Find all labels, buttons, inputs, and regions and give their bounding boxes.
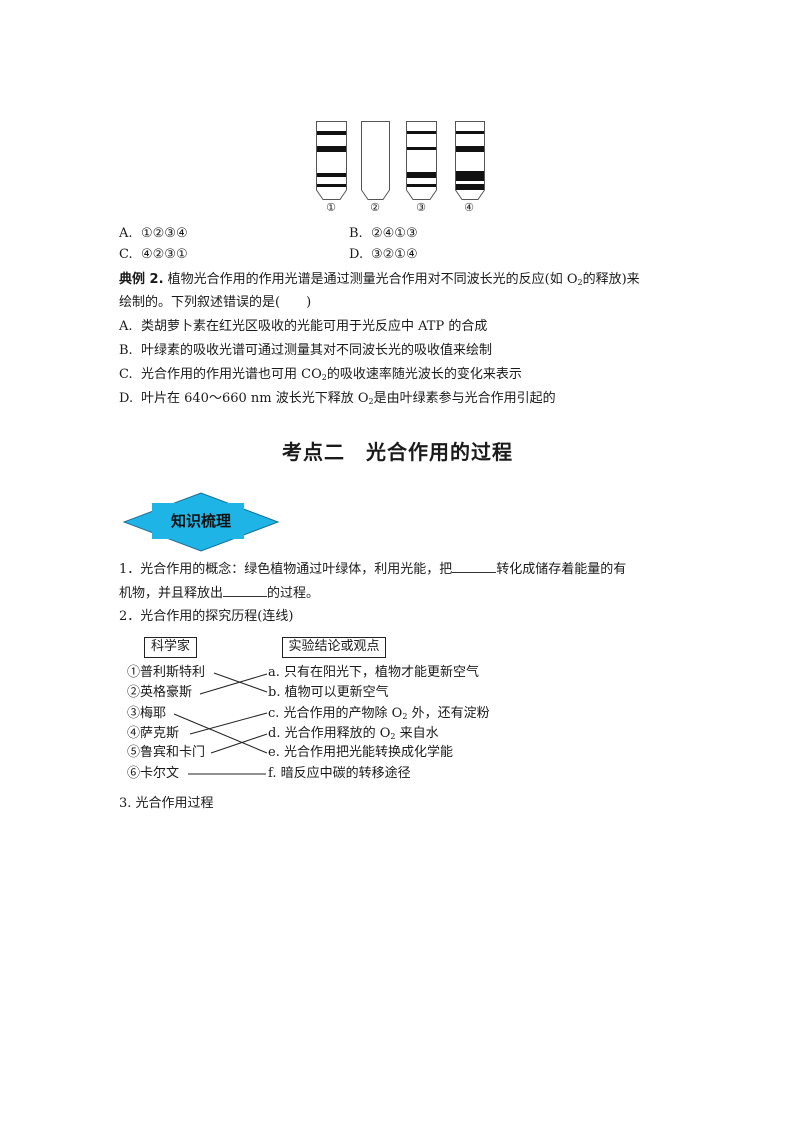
scientist-4: ④萨克斯 bbox=[127, 726, 180, 741]
item3-title: 3. 光合作用过程 bbox=[119, 796, 214, 811]
conclusion-text: d. 光合作用释放的 O bbox=[268, 726, 391, 741]
subscript: 2 bbox=[577, 278, 583, 287]
stem-text: 植物光合作用的作用光谱是通过测量光合作用对不同波长光的反应(如 O bbox=[163, 272, 578, 287]
item2-title: 2．光合作用的探究历程(连线) bbox=[119, 609, 294, 624]
option-label: B. bbox=[119, 343, 133, 358]
option-text: 的吸收速率随光波长的变化来表示 bbox=[326, 367, 522, 382]
tube-label-4: ④ bbox=[464, 201, 474, 214]
option-label: D. bbox=[349, 247, 364, 262]
item1-text: 1．光合作用的概念：绿色植物通过叶绿体，利用光能，把 bbox=[119, 562, 453, 577]
conclusion-d: d. 光合作用释放的 O2 来自水 bbox=[268, 725, 439, 743]
conclusion-text: c. 光合作用的产物除 O bbox=[268, 706, 403, 721]
line-4-c bbox=[189, 712, 268, 735]
conclusion-text: 来自水 bbox=[395, 726, 439, 741]
line-3-e bbox=[173, 713, 268, 754]
q1-option-c: C. ④②③① bbox=[119, 246, 188, 264]
option-text: 叶片在 640～660 nm 波长光下释放 O bbox=[141, 391, 369, 406]
scientist-6: ⑥卡尔文 bbox=[127, 766, 180, 781]
header-conclusion: 实验结论或观点 bbox=[282, 637, 386, 658]
knowledge-badge: 知识梳理 bbox=[122, 492, 280, 552]
option-label: A. bbox=[119, 226, 133, 241]
line-2-a bbox=[199, 673, 268, 695]
conclusion-a: a. 只有在阳光下，植物才能更新空气 bbox=[268, 665, 480, 680]
item1-text: 机物，并且释放出 bbox=[119, 586, 224, 601]
subscript: 2 bbox=[321, 373, 327, 382]
tube-label-3: ③ bbox=[416, 201, 426, 214]
option-text: 是由叶绿素参与光合作用引起的 bbox=[373, 391, 556, 406]
subscript: 2 bbox=[402, 712, 408, 721]
example2-stem-line2: 绘制的。下列叙述错误的是( ) bbox=[119, 295, 312, 310]
stem-text: 的释放)来 bbox=[582, 272, 640, 287]
option-text: 叶绿素的吸收光谱可通过测量其对不同波长光的吸收值来绘制 bbox=[141, 343, 493, 358]
example2-option-c: C. 光合作用的作用光谱也可用 CO2的吸收速率随光波长的变化来表示 bbox=[119, 366, 522, 384]
blank-field-1[interactable] bbox=[452, 560, 497, 573]
item1-line1: 1．光合作用的概念：绿色植物通过叶绿体，利用光能，把 转化成储存着能量的有 bbox=[119, 560, 626, 579]
option-text: ②④①③ bbox=[371, 226, 418, 241]
badge-shape-icon bbox=[122, 492, 280, 552]
header-scientist: 科学家 bbox=[144, 637, 197, 658]
tube-1 bbox=[316, 121, 347, 200]
option-text: 光合作用的作用光谱也可用 CO bbox=[141, 367, 322, 382]
tube-3 bbox=[406, 121, 437, 200]
tube-label-2: ② bbox=[370, 201, 380, 214]
item1-text: 的过程。 bbox=[267, 586, 320, 601]
subscript: 2 bbox=[368, 397, 374, 406]
line-1-b bbox=[213, 672, 268, 693]
option-label: A. bbox=[119, 319, 133, 334]
scientist-5: ⑤鲁宾和卡门 bbox=[127, 745, 206, 760]
item1-text: 转化成储存着能量的有 bbox=[496, 562, 627, 577]
option-label: C. bbox=[119, 247, 133, 262]
section-title: 考点二 光合作用的过程 bbox=[282, 440, 513, 464]
conclusion-f: f. 暗反应中碳的转移途径 bbox=[268, 766, 411, 781]
scientist-1: ①普利斯特利 bbox=[127, 665, 206, 680]
q1-option-d: D. ③②①④ bbox=[349, 246, 418, 264]
conclusion-c: c. 光合作用的产物除 O2 外，还有淀粉 bbox=[268, 705, 490, 723]
blank-field-2[interactable] bbox=[223, 584, 268, 597]
tube-4 bbox=[455, 121, 485, 200]
tubes-diagram bbox=[316, 121, 485, 200]
option-label: C. bbox=[119, 367, 133, 382]
tube-2 bbox=[361, 121, 390, 200]
scientist-3: ③梅耶 bbox=[127, 706, 167, 721]
example2-option-b: B. 叶绿素的吸收光谱可通过测量其对不同波长光的吸收值来绘制 bbox=[119, 342, 492, 360]
item1-line2: 机物，并且释放出 的过程。 bbox=[119, 584, 319, 603]
scientist-2: ②英格豪斯 bbox=[127, 685, 193, 700]
option-label: B. bbox=[349, 226, 363, 241]
conclusion-e: e. 光合作用把光能转换成化学能 bbox=[268, 745, 453, 760]
q1-option-b: B. ②④①③ bbox=[349, 225, 418, 243]
subscript: 2 bbox=[390, 732, 396, 741]
option-text: ③②①④ bbox=[371, 247, 418, 262]
chromatography-figure: ① ② ③ ④ bbox=[300, 115, 500, 220]
option-text: 类胡萝卜素在红光区吸收的光能可用于光反应中 ATP 的合成 bbox=[141, 319, 488, 334]
conclusion-b: b. 植物可以更新空气 bbox=[268, 685, 389, 700]
option-label: D. bbox=[119, 391, 134, 406]
q1-option-a: A. ①②③④ bbox=[119, 225, 188, 243]
example2-stem-line1: 典例 2. 植物光合作用的作用光谱是通过测量光合作用对不同波长光的反应(如 O2… bbox=[119, 271, 640, 289]
option-text: ①②③④ bbox=[141, 226, 188, 241]
example2-option-d: D. 叶片在 640～660 nm 波长光下释放 O2是由叶绿素参与光合作用引起的 bbox=[119, 390, 556, 408]
tube-label-1: ① bbox=[326, 201, 336, 214]
badge-label: 知识梳理 bbox=[170, 512, 231, 530]
example-prefix: 典例 2. bbox=[119, 272, 164, 287]
example2-option-a: A. 类胡萝卜素在红光区吸收的光能可用于光反应中 ATP 的合成 bbox=[119, 318, 487, 336]
conclusion-text: 外，还有淀粉 bbox=[407, 706, 490, 721]
line-5-d bbox=[210, 733, 268, 754]
option-text: ④②③① bbox=[141, 247, 188, 262]
